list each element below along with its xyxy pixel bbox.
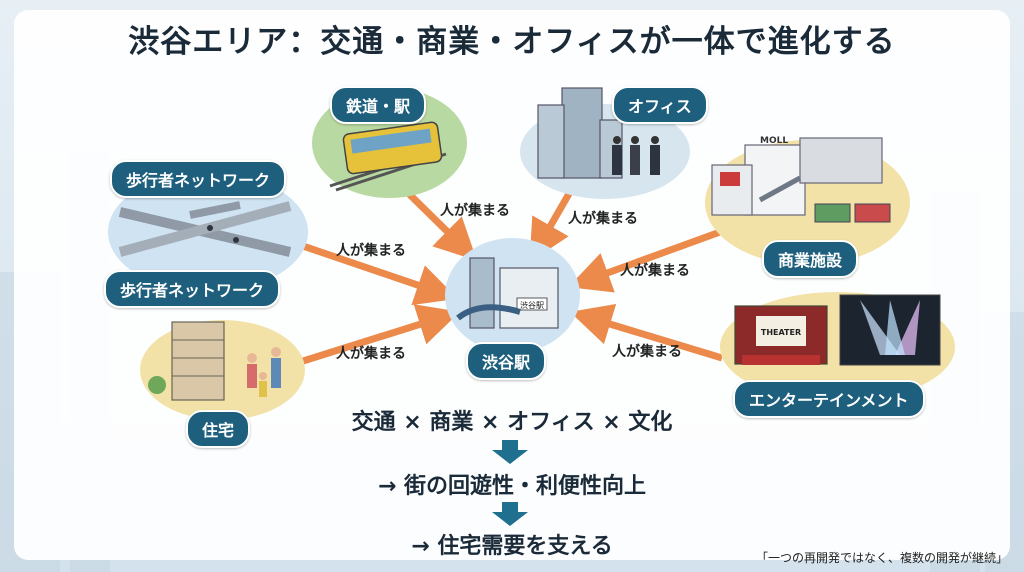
housing-label: 住宅 <box>186 410 251 448</box>
arrow-label-entertainment: 人が集まる <box>612 344 682 360</box>
entertainment-label: エンターテインメント <box>733 380 925 418</box>
arrow-label-housing: 人が集まる <box>336 346 406 362</box>
station-label: 渋谷駅 <box>466 342 547 380</box>
railway-label: 鉄道・駅 <box>330 86 427 124</box>
arrow-label-pedestrian: 人が集まる <box>336 243 406 259</box>
footnote: 「一つの再開発ではなく、複数の開発が継続」 <box>755 551 1008 565</box>
arrow-housing <box>298 304 461 366</box>
arrow-office <box>529 190 574 263</box>
station-sign: 渋谷駅 <box>520 300 544 310</box>
office-label: オフィス <box>612 86 708 124</box>
formula-line-3: → 住宅需要を支える <box>411 534 613 559</box>
arrow-label-railway: 人が集まる <box>440 203 510 219</box>
mall-sign: MOLL <box>760 136 788 146</box>
page-title: 渋谷エリア：交通・商業・オフィスが一体で進化する <box>128 24 896 60</box>
arrow-commercial <box>568 228 722 293</box>
formula-line-1: 交通 × 商業 × オフィス × 文化 <box>351 410 673 435</box>
pedestrian-label-top: 歩行者ネットワーク <box>110 160 287 198</box>
arrow-label-commercial: 人が集まる <box>620 263 690 279</box>
arrow-entertainment <box>569 303 724 362</box>
arrow-label-office: 人が集まる <box>568 211 638 227</box>
arrow-pedestrian <box>298 241 458 306</box>
commercial-label: 商業施設 <box>762 240 859 278</box>
arrow-railway <box>402 187 477 261</box>
down-arrow-icon-1 <box>492 440 528 464</box>
down-arrow-icon-2 <box>492 502 528 526</box>
theater-sign: THEATER <box>761 328 801 337</box>
formula-line-2: → 街の回遊性・利便性向上 <box>377 474 647 499</box>
pedestrian-label-bottom: 歩行者ネットワーク <box>104 270 281 308</box>
